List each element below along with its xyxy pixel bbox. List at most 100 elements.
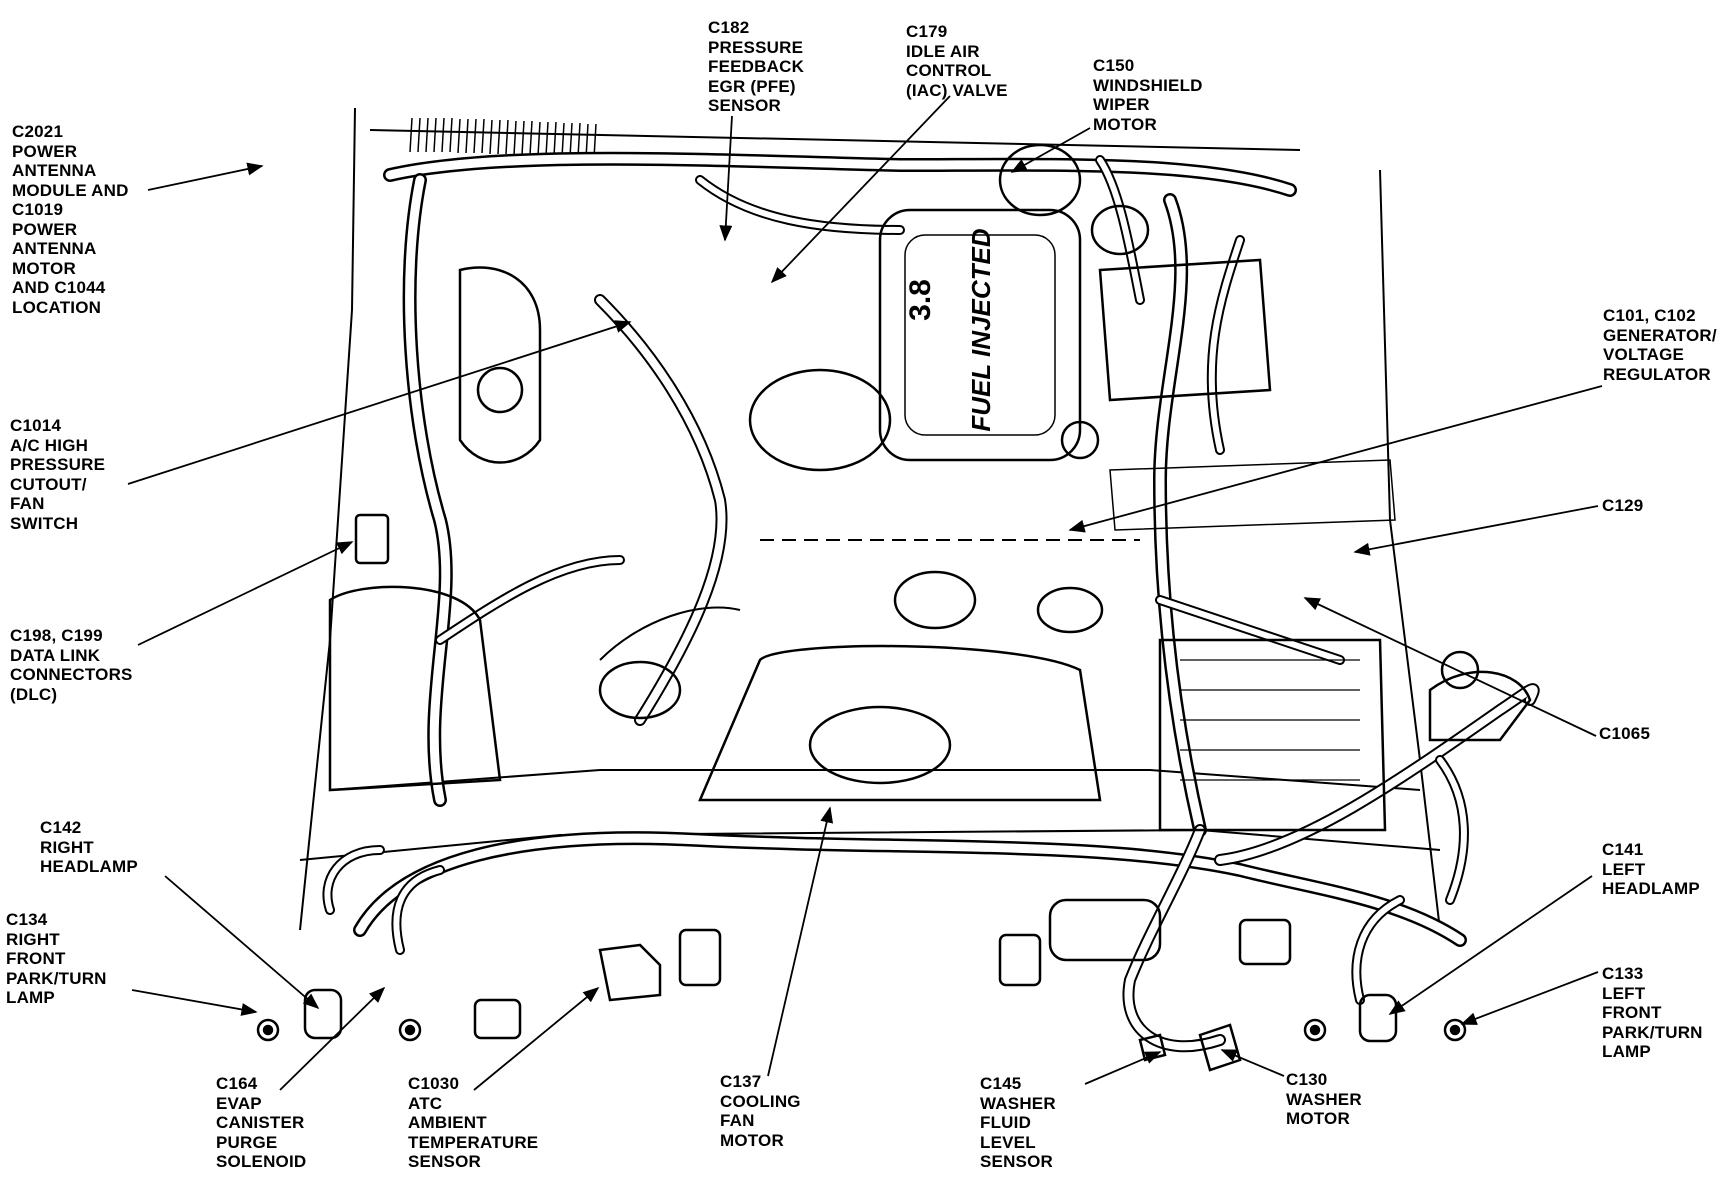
- callout-line: POWER: [12, 219, 78, 239]
- callout-line: WASHER: [1286, 1089, 1362, 1109]
- callout-line: LAMP: [6, 988, 55, 1007]
- callout-line: REGULATOR: [1603, 364, 1711, 384]
- callout-line: CANISTER: [216, 1113, 305, 1132]
- leader-c2021: [147, 162, 264, 191]
- leader-c164: [279, 986, 386, 1091]
- leader-c1065: [1303, 597, 1597, 737]
- callout-line: IDLE AIR: [906, 41, 980, 61]
- callout-line: AND C1044: [12, 278, 106, 297]
- callout-line: COOLING: [720, 1091, 801, 1111]
- callout-c164: C164 EVAP CANISTER PURGE SOLENOID: [216, 1074, 306, 1172]
- front-components: [256, 928, 1467, 1072]
- washer-reservoir: [1048, 898, 1162, 962]
- callout-line: C2021: [12, 122, 64, 141]
- callout-line: A/C HIGH: [10, 435, 89, 455]
- callout-line: C1030: [408, 1074, 460, 1093]
- callout-line: CONTROL: [906, 61, 992, 80]
- callout-c101: C101, C102 GENERATOR/ VOLTAGE REGULATOR: [1603, 306, 1717, 384]
- throttle-body: [748, 368, 892, 472]
- callout-line: C141: [1602, 840, 1644, 859]
- callout-c182: C182 PRESSURE FEEDBACK EGR (PFE) SENSOR: [708, 18, 804, 116]
- callout-line: PRESSURE: [708, 37, 804, 57]
- callout-line: C134: [6, 910, 48, 929]
- callout-c1014: C1014 A/C HIGH PRESSURE CUTOUT/ FAN SWIT…: [10, 416, 105, 533]
- callout-line: SENSOR: [980, 1152, 1053, 1171]
- callout-line: TEMPERATURE: [408, 1132, 539, 1152]
- callout-c198: C198, C199 DATA LINK CONNECTORS (DLC): [10, 626, 133, 704]
- leader-c142: [164, 875, 320, 1010]
- callout-line: C179: [906, 22, 948, 41]
- cowl-vent-grille: [409, 117, 597, 159]
- callout-line: MOTOR: [720, 1130, 784, 1150]
- callout-line: HEADLAMP: [1602, 879, 1700, 898]
- callout-line: MOTOR: [1093, 114, 1157, 134]
- callout-line: POWER: [12, 141, 78, 161]
- washer-motor-body: [1198, 1023, 1242, 1072]
- callout-c145: C145 WASHER FLUID LEVEL SENSOR: [980, 1074, 1056, 1172]
- callout-line: FRONT: [1602, 1003, 1662, 1022]
- callout-line: MODULE AND: [12, 180, 129, 200]
- displacement-marking: 3.8: [904, 279, 937, 321]
- leader-c182: [719, 115, 733, 242]
- leader-c198: [137, 541, 354, 646]
- callout-line: EGR (PFE): [708, 76, 796, 96]
- callout-c2021: C2021 POWER ANTENNA MODULE AND C1019 POW…: [12, 122, 129, 317]
- wiring-harness: [322, 151, 1540, 1053]
- oil-filler-cap: [1060, 420, 1100, 460]
- callout-line: C130: [1286, 1070, 1328, 1089]
- engine-components: [328, 143, 1532, 966]
- callout-line: RIGHT: [6, 929, 60, 949]
- callout-line: PARK/TURN: [6, 968, 107, 988]
- leader-c150: [1010, 127, 1091, 173]
- callout-line: WINDSHIELD: [1093, 75, 1203, 95]
- atc-sensor-body: [598, 943, 662, 1002]
- callout-line: FAN: [720, 1111, 755, 1130]
- right-headlamp-connector: [303, 988, 343, 1040]
- fuse-block: [1158, 638, 1387, 832]
- leader-c145: [1084, 1051, 1162, 1085]
- callout-line: C150: [1093, 56, 1135, 75]
- callout-c179: C179 IDLE AIR CONTROL (IAC) VALVE: [906, 22, 1008, 100]
- callout-c130: C130 WASHER MOTOR: [1286, 1070, 1362, 1129]
- callout-line: EVAP: [216, 1093, 262, 1113]
- callout-line: C164: [216, 1074, 258, 1093]
- callout-line: LEVEL: [980, 1132, 1036, 1152]
- callout-c134: C134 RIGHT FRONT PARK/TURN LAMP: [6, 910, 107, 1008]
- callout-line: C1019: [12, 200, 64, 219]
- callout-line: SWITCH: [10, 513, 79, 533]
- callout-line: PRESSURE: [10, 455, 106, 474]
- callout-line: C198, C199: [10, 626, 103, 645]
- callout-line: C101, C102: [1603, 306, 1696, 325]
- leader-c137: [767, 806, 834, 1077]
- leader-c179: [770, 95, 951, 284]
- callout-c142: C142 RIGHT HEADLAMP: [40, 818, 138, 877]
- callout-line: CONNECTORS: [10, 665, 133, 684]
- callout-line: SENSOR: [408, 1152, 481, 1171]
- callout-line: FEEDBACK: [708, 57, 805, 76]
- leader-c1014: [127, 320, 632, 485]
- callout-line: (DLC): [10, 684, 58, 704]
- callout-line: ATC: [408, 1093, 443, 1113]
- callout-line: SENSOR: [708, 96, 781, 115]
- leader-c134: [131, 989, 258, 1016]
- callout-line: MOTOR: [12, 258, 76, 278]
- callout-line: C1065: [1599, 724, 1651, 743]
- callout-c150: C150 WINDSHIELD WIPER MOTOR: [1093, 56, 1203, 134]
- callout-line: SOLENOID: [216, 1152, 307, 1171]
- callout-line: LEFT: [1602, 983, 1646, 1003]
- callout-line: LEFT: [1602, 859, 1646, 879]
- callout-c1030: C1030 ATC AMBIENT TEMPERATURE SENSOR: [408, 1074, 538, 1172]
- leader-lines: [127, 95, 1603, 1091]
- callout-line: GENERATOR/: [1603, 325, 1717, 345]
- callout-line: MOTOR: [1286, 1109, 1350, 1128]
- callout-line: PARK/TURN: [1602, 1022, 1703, 1042]
- callout-c137: C137 COOLING FAN MOTOR: [720, 1072, 801, 1150]
- callout-line: PURGE: [216, 1132, 278, 1152]
- left-headlamp-connector: [1358, 993, 1398, 1043]
- callout-line: LAMP: [1602, 1042, 1651, 1061]
- badge-text: FUEL INJECTED: [966, 228, 996, 431]
- callout-c1065: C1065: [1599, 724, 1650, 744]
- callout-line: LOCATION: [12, 297, 102, 317]
- callout-c141: C141 LEFT HEADLAMP: [1602, 840, 1700, 899]
